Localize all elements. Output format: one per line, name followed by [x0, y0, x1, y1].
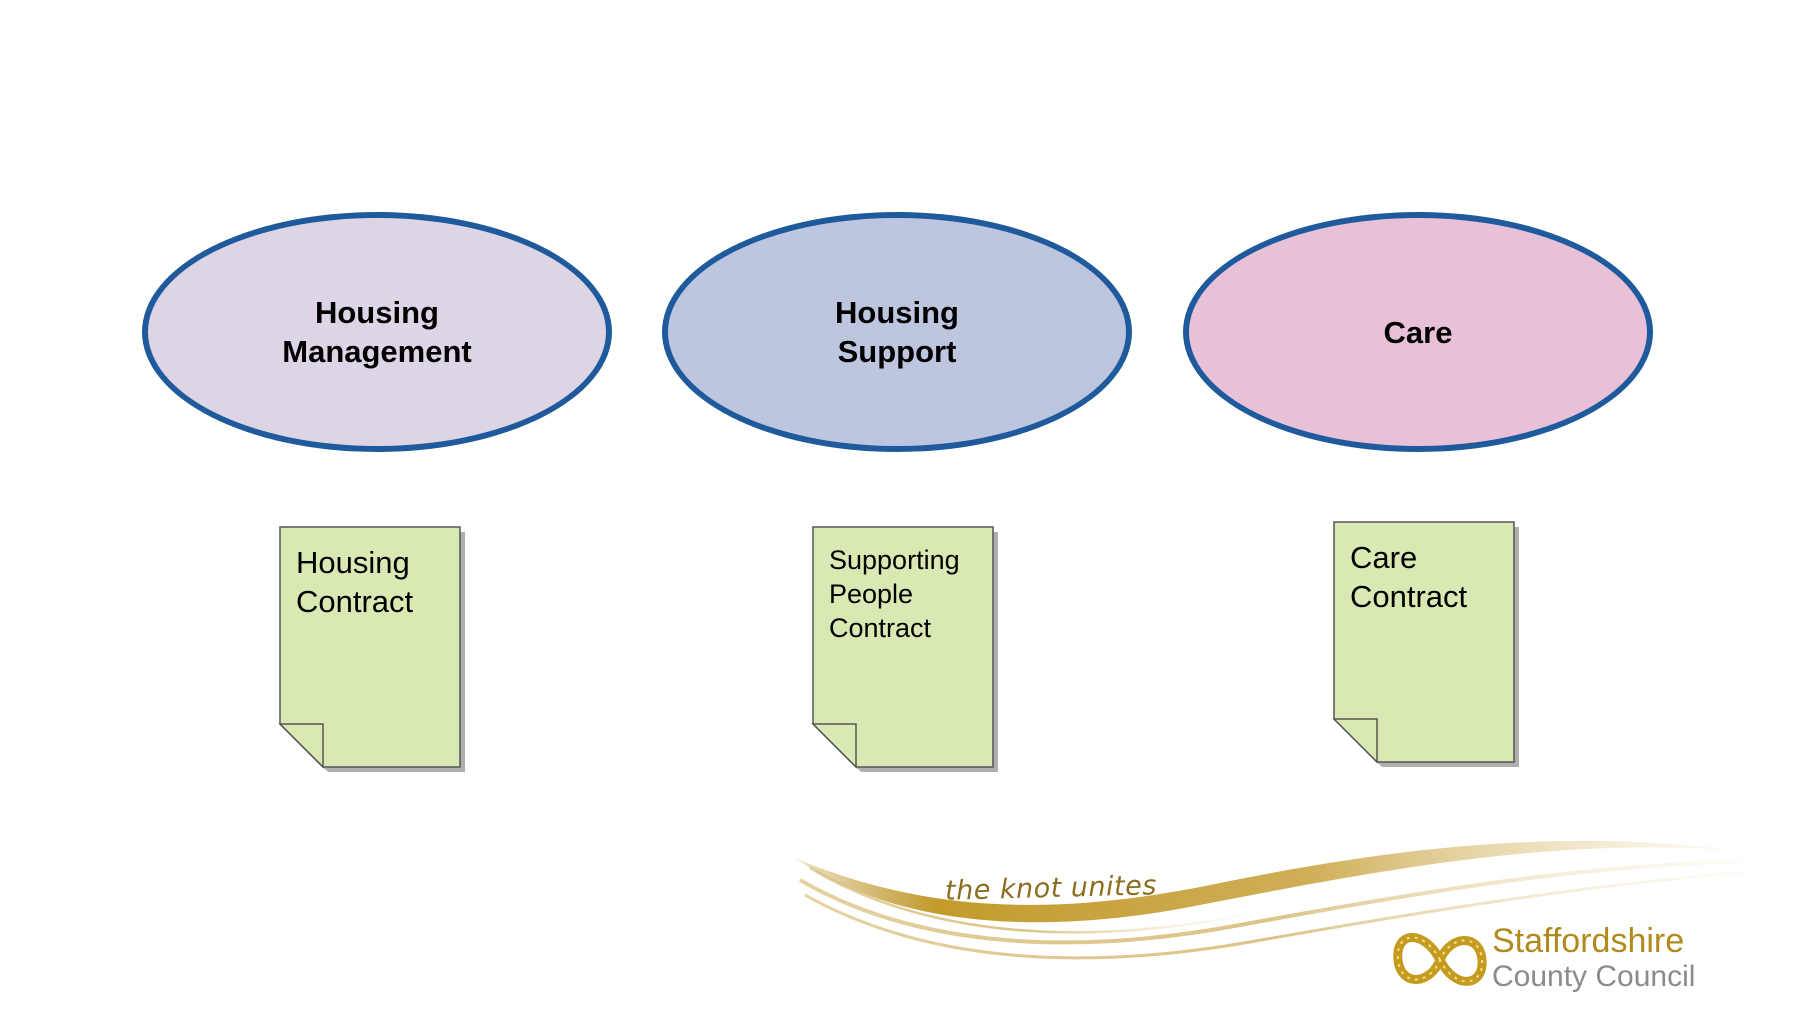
document-icon — [811, 526, 998, 772]
document-label: Housing Contract — [296, 545, 414, 619]
ellipse-label: Housing Support — [835, 295, 959, 369]
ellipse-label: Housing Management — [282, 295, 472, 369]
staffordshire-knot-icon — [1393, 933, 1487, 986]
housing-support-ellipse: Housing Support — [662, 212, 1132, 452]
care-contract-document: Care Contract — [1332, 521, 1532, 774]
ellipse-label: Care — [1383, 314, 1453, 350]
housing-contract-document: Housing Contract — [278, 526, 478, 779]
organisation-subtitle: County Council — [1492, 960, 1696, 993]
document-icon — [278, 526, 465, 772]
tagline: the knot unites — [944, 870, 1158, 907]
care-ellipse: Care — [1183, 212, 1653, 452]
supporting-people-contract-document: Supporting People Contract — [811, 526, 1011, 779]
housing-management-ellipse: Housing Management — [142, 212, 612, 452]
document-icon — [1332, 521, 1519, 767]
document-label: Supporting People Contract — [829, 545, 960, 643]
organisation-name: Staffordshire — [1492, 922, 1685, 960]
document-label: Care Contract — [1350, 540, 1468, 614]
